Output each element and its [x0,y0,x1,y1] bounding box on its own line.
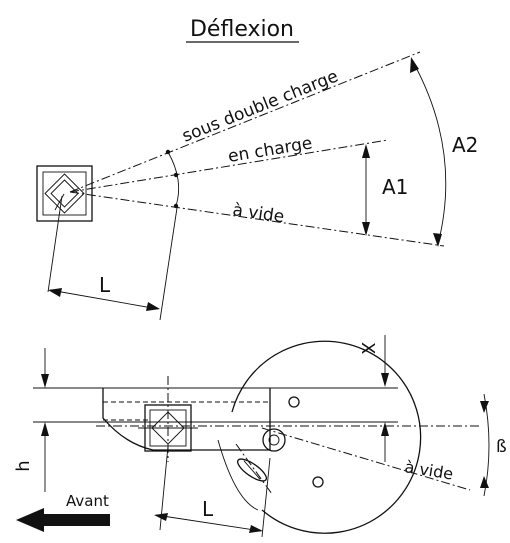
a2-dimension-arc [411,59,447,245]
slot-oval [237,458,267,482]
hub-outer [262,428,286,452]
double-load-line [69,51,421,193]
l-extension-left [47,195,63,293]
hub-inner [268,434,280,446]
label-loaded: en charge [227,133,314,166]
loaded-line [69,139,389,193]
side-view: X h [13,335,507,538]
empty-line [69,191,445,247]
label-x: X [357,342,378,354]
marker-arc [167,151,180,207]
label-beta: ß [496,437,507,457]
empty-line-side [261,427,471,491]
top-view: sous double charge en charge à vide A1 A… [36,51,478,321]
label-l-side: L [202,497,214,521]
label-avant: Avant [66,492,109,510]
l-dimension-line [49,289,159,310]
label-empty: à vide [231,200,285,227]
l-extension-right [159,207,178,321]
label-h: h [13,460,34,471]
swing-arm-axis [235,443,273,495]
l-dimension-line-side [155,514,262,532]
housing [102,388,271,451]
bolt-hole [312,476,324,488]
label-l-top: L [99,273,111,297]
label-a2: A2 [452,133,478,157]
circular-plate [231,340,422,534]
label-double-load: sous double charge [179,66,341,146]
diagram-title: Déflexion [190,17,294,42]
forward-arrow-icon [16,508,110,532]
tube-section-top [36,165,93,222]
bolt-hole [288,396,300,408]
label-a1: A1 [382,175,408,199]
